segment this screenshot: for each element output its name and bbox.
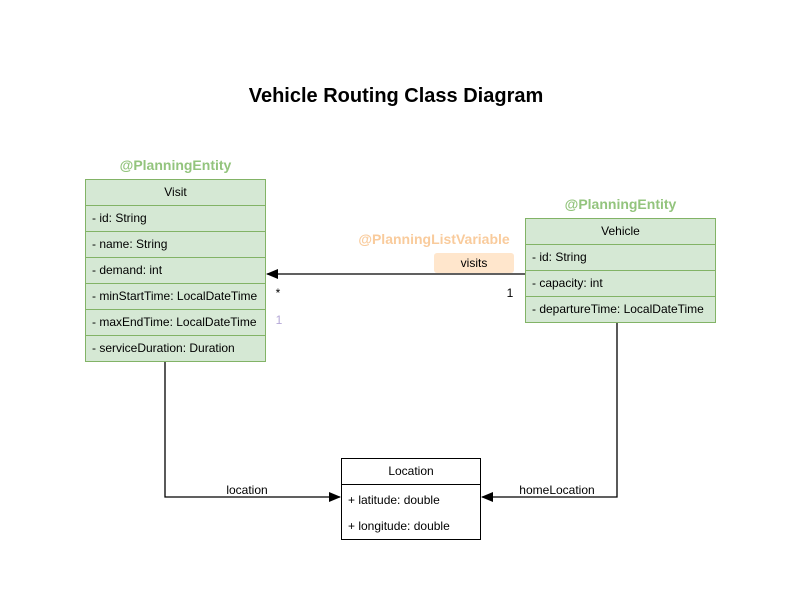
location-attr-latitude: + latitude: double (348, 493, 440, 507)
vehicle-planning-entity-annotation: @PlanningEntity (564, 196, 677, 212)
edge-visit-location (164, 362, 341, 502)
visit-class[interactable]: Visit - id: String - name: String - dema… (85, 179, 266, 362)
visit-attr-maxendtime: - maxEndTime: LocalDateTime (86, 309, 265, 335)
visit-attr-id: - id: String (86, 205, 265, 231)
location-attributes: + latitude: double + longitude: double (342, 484, 480, 539)
visit-attr-serviceduration: - serviceDuration: Duration (86, 335, 265, 361)
vehicle-attr-departuretime: - departureTime: LocalDateTime (526, 296, 715, 322)
visits-planning-list-variable-annotation: @PlanningListVariable (358, 231, 510, 247)
edge-vehicle-location (481, 323, 618, 502)
vehicle-class[interactable]: Vehicle - id: String - capacity: int - d… (525, 218, 716, 323)
vehicle-location-edge-label: homeLocation (519, 483, 595, 497)
visit-attr-demand: - demand: int (86, 257, 265, 283)
visit-planning-entity-annotation: @PlanningEntity (119, 157, 232, 173)
vehicle-attr-capacity: - capacity: int (526, 270, 715, 296)
location-class-title: Location (388, 464, 434, 478)
visits-multiplicity-one: 1 (506, 286, 514, 300)
vehicle-class-title: Vehicle (601, 224, 640, 238)
vehicle-attr-id: - id: String (526, 244, 715, 270)
location-attr-longitude: + longitude: double (348, 519, 450, 533)
diagram-title: Vehicle Routing Class Diagram (248, 85, 544, 107)
visits-multiplicity-star: * (275, 286, 281, 300)
visit-class-title: Visit (164, 185, 187, 199)
visits-edge-label[interactable]: visits (434, 253, 514, 273)
visits-stale-multiplicity: 1 (275, 313, 283, 327)
visit-attr-minstarttime: - minStartTime: LocalDateTime (86, 283, 265, 309)
location-class[interactable]: Location + latitude: double + longitude:… (341, 458, 481, 540)
visit-location-edge-label: location (226, 483, 268, 497)
visit-attr-name: - name: String (86, 231, 265, 257)
